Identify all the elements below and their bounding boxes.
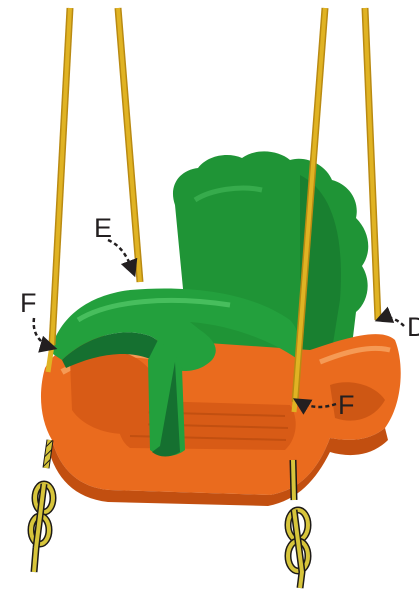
callout-label-f-left: F — [20, 290, 37, 317]
callout-label-right-clip: D — [407, 312, 419, 346]
callout-label-f-center: F — [338, 392, 355, 419]
seat-bucket — [41, 334, 401, 506]
left-tie-cord — [31, 440, 53, 572]
callout-label-e: E — [94, 215, 112, 242]
arrow-right — [378, 318, 404, 326]
arrow-e — [108, 240, 134, 274]
callout-label-right-partial: D — [407, 314, 419, 341]
